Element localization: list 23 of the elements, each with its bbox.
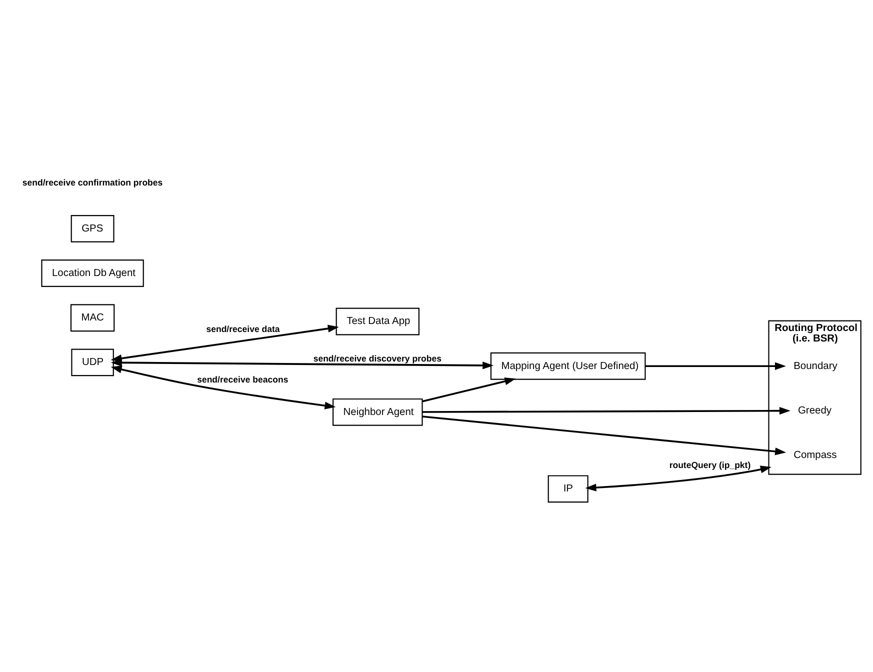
node-box: Test Data App: [336, 307, 420, 335]
arrow: [110, 365, 336, 409]
arrow: [645, 362, 786, 370]
node-box: MAC: [70, 304, 115, 332]
node-box: GPS: [70, 214, 114, 242]
node-box: IP: [548, 474, 588, 502]
arrow: [422, 406, 790, 414]
arrow: [585, 465, 772, 491]
edge-label: routeQuery (ip_pkt): [669, 460, 751, 470]
arrow: [110, 358, 494, 369]
node-text: Compass: [794, 449, 837, 460]
node-box: UDP: [71, 348, 114, 376]
node-box: Mapping Agent (User Defined): [490, 352, 646, 380]
node-box: Neighbor Agent: [332, 398, 423, 426]
edge-label: send/receive discovery probes: [313, 352, 442, 363]
edge-label: send/receive data: [206, 324, 280, 334]
arrow: [422, 415, 786, 455]
node-text: Boundary: [794, 360, 838, 372]
label: send/receive confirmation probes: [22, 177, 163, 188]
edge-label: send/receive beacons: [197, 374, 288, 384]
node-text: Greedy: [798, 404, 832, 416]
node-box: Location Db Agent: [41, 259, 144, 286]
arrow: [422, 377, 516, 402]
